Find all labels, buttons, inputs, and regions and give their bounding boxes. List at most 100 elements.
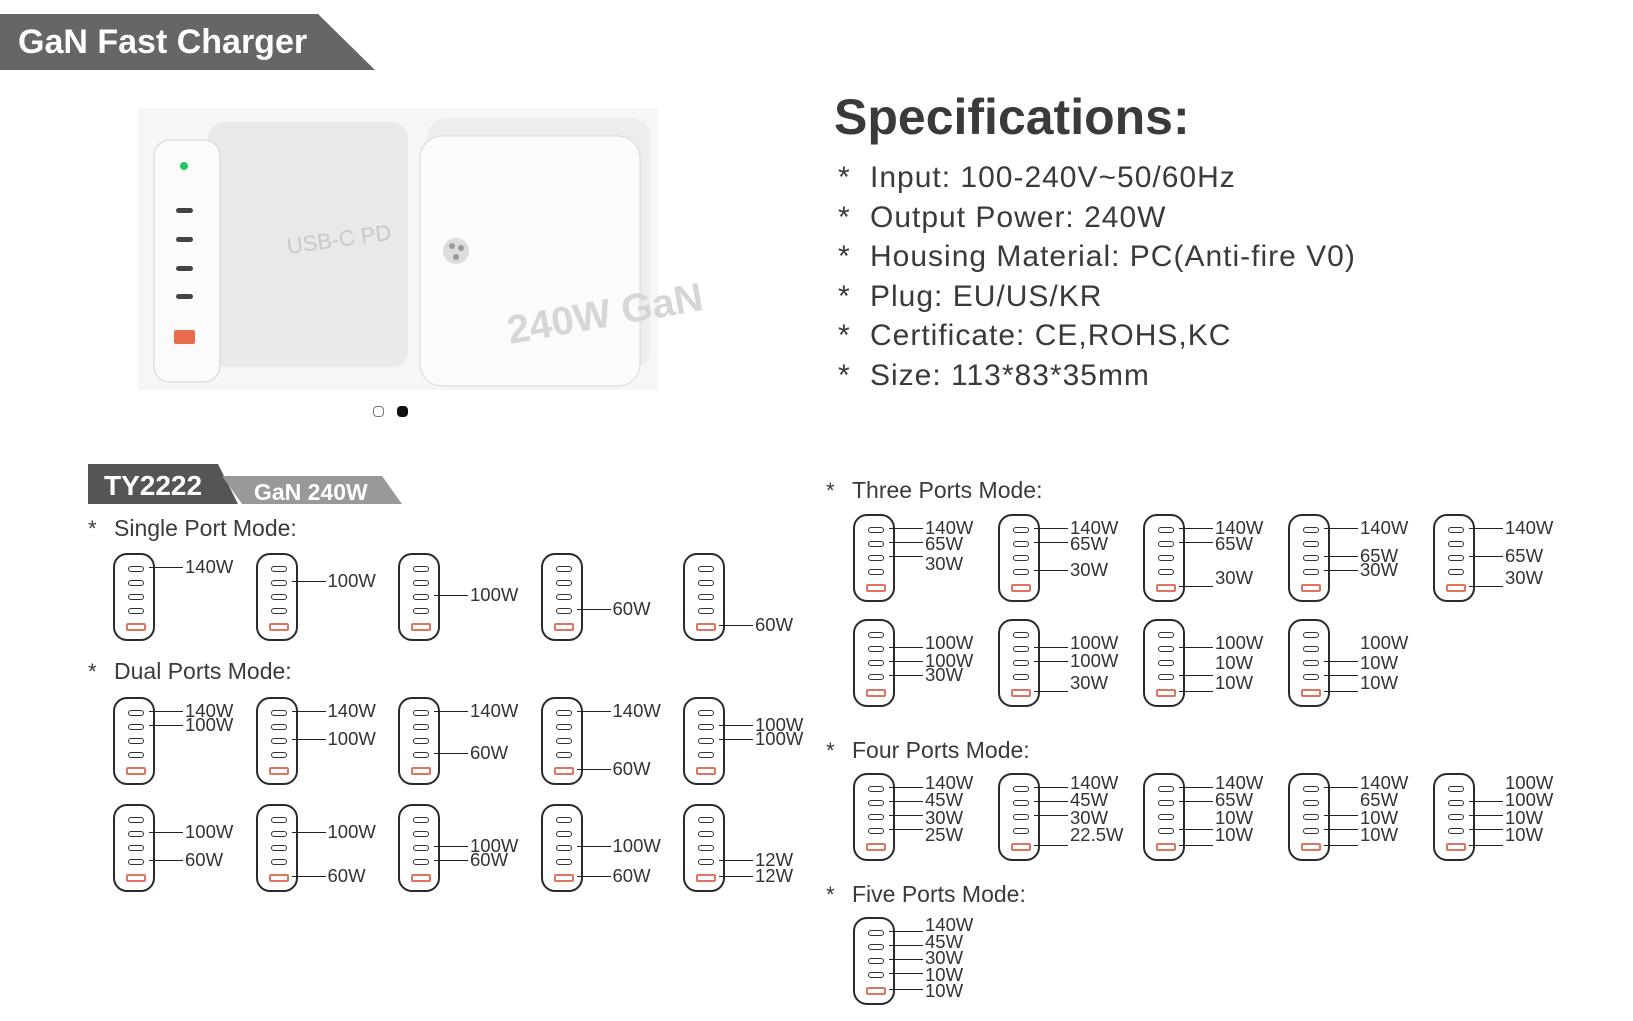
usb-c-port-icon bbox=[413, 738, 429, 744]
usb-c-port-icon bbox=[868, 972, 884, 978]
usb-c-port-icon bbox=[128, 608, 144, 614]
usb-a-port-icon bbox=[696, 767, 716, 775]
usb-a-port-icon bbox=[1011, 584, 1031, 592]
usb-c-port-4 bbox=[176, 294, 193, 299]
usb-a-port bbox=[174, 330, 195, 344]
port-leader-line bbox=[291, 711, 326, 712]
port-power-label: 100W bbox=[327, 728, 376, 749]
charger-outline-icon bbox=[683, 804, 725, 892]
usb-a-port-icon bbox=[411, 623, 431, 631]
charger-outline-icon bbox=[540, 804, 583, 892]
charger-outline-icon bbox=[255, 697, 298, 785]
usb-c-port-icon bbox=[413, 608, 429, 614]
usb-c-port-icon bbox=[1303, 569, 1319, 575]
usb-c-port-icon bbox=[868, 930, 884, 936]
usb-a-port-icon bbox=[1156, 843, 1176, 851]
port-power-label: 100W bbox=[1360, 632, 1409, 653]
usb-c-port-icon bbox=[1448, 828, 1464, 834]
port-leader-line bbox=[719, 625, 753, 626]
port-power-label: 100W bbox=[755, 714, 804, 735]
port-leader-line bbox=[291, 876, 326, 877]
usb-c-port-icon bbox=[1158, 674, 1174, 680]
charger-outline-icon bbox=[113, 553, 155, 641]
port-leader-line bbox=[576, 876, 611, 877]
port-power-label: 100W bbox=[755, 728, 804, 749]
usb-c-port-icon bbox=[128, 710, 144, 716]
port-leader-line bbox=[889, 647, 923, 648]
bullet-star-icon: * bbox=[838, 161, 851, 194]
usb-c-port-icon bbox=[270, 724, 287, 730]
port-power-label: 100W bbox=[185, 821, 234, 842]
port-leader-line bbox=[1034, 570, 1068, 571]
bullet-star-icon: * bbox=[838, 319, 851, 352]
charger-outline-icon bbox=[1288, 514, 1330, 602]
port-leader-line bbox=[1179, 528, 1213, 529]
usb-c-port-icon bbox=[128, 831, 144, 837]
carousel-dot-1[interactable] bbox=[373, 406, 384, 417]
spec-item: *Certificate: CE,ROHS,KC bbox=[838, 316, 1356, 356]
usb-c-port-icon bbox=[698, 724, 714, 730]
port-power-label: 140W bbox=[1070, 772, 1119, 793]
port-leader-line bbox=[889, 945, 923, 946]
usb-a-port-icon bbox=[411, 874, 431, 882]
bullet-star-icon: * bbox=[826, 882, 835, 907]
port-power-label: 30W bbox=[925, 947, 964, 968]
port-leader-line bbox=[1324, 528, 1358, 529]
usb-c-port-icon bbox=[128, 845, 144, 851]
bullet-star-icon: * bbox=[838, 279, 851, 313]
usb-a-port-icon bbox=[696, 623, 716, 631]
spec-item: *Plug: EU/US/KR bbox=[838, 277, 1356, 317]
usb-a-port-icon bbox=[411, 767, 431, 775]
port-power-label: 100W bbox=[1070, 650, 1119, 671]
port-leader-line bbox=[1034, 647, 1068, 648]
usb-a-port-icon bbox=[1446, 843, 1466, 851]
carousel-dot-2-active[interactable] bbox=[397, 406, 408, 417]
ac-inlet-icon bbox=[443, 238, 469, 264]
model-name: TY2222 bbox=[104, 470, 203, 501]
port-leader-line bbox=[889, 556, 923, 557]
usb-c-port-icon bbox=[868, 674, 884, 680]
charger-outline-icon bbox=[1433, 514, 1475, 602]
port-leader-line bbox=[1034, 801, 1068, 802]
port-power-label: 30W bbox=[925, 664, 964, 685]
three-ports-mode-title: *Three Ports Mode: bbox=[826, 477, 1043, 503]
port-power-label: 30W bbox=[1070, 806, 1109, 828]
port-power-label: 65W bbox=[1215, 789, 1254, 811]
usb-c-port-icon bbox=[128, 859, 144, 865]
usb-c-port-icon bbox=[270, 831, 287, 837]
charger-outline-icon bbox=[398, 697, 440, 785]
usb-a-port-icon bbox=[1156, 584, 1176, 592]
port-power-label: 60W bbox=[185, 849, 224, 870]
port-power-label: 60W bbox=[327, 865, 366, 886]
port-power-label: 140W bbox=[1070, 517, 1119, 538]
port-leader-line bbox=[1469, 556, 1503, 557]
port-leader-line bbox=[576, 609, 611, 610]
usb-c-port-icon bbox=[128, 738, 144, 744]
spec-item: *Input: 100-240V~50/60Hz bbox=[838, 158, 1356, 198]
port-power-label: 100W bbox=[327, 821, 376, 842]
port-leader-line bbox=[1324, 829, 1358, 830]
charger-outline-icon bbox=[113, 697, 155, 785]
port-leader-line bbox=[1179, 829, 1213, 830]
charger-outline-icon bbox=[853, 619, 895, 707]
port-power-label: 30W bbox=[1360, 559, 1399, 580]
port-power-label: 60W bbox=[470, 742, 509, 763]
port-power-label: 140W bbox=[925, 914, 974, 935]
port-power-label: 140W bbox=[1215, 517, 1264, 538]
usb-c-port-icon bbox=[413, 724, 429, 730]
usb-c-port-icon bbox=[868, 569, 884, 575]
usb-c-port-icon bbox=[1158, 541, 1174, 547]
port-leader-line bbox=[434, 846, 468, 847]
port-leader-line bbox=[1324, 845, 1358, 846]
port-leader-line bbox=[889, 973, 923, 974]
usb-c-port-icon bbox=[868, 541, 884, 547]
port-power-label: 10W bbox=[1215, 806, 1254, 828]
port-leader-line bbox=[1324, 570, 1358, 571]
port-power-label: 100W bbox=[925, 632, 974, 653]
port-leader-line bbox=[889, 815, 923, 816]
